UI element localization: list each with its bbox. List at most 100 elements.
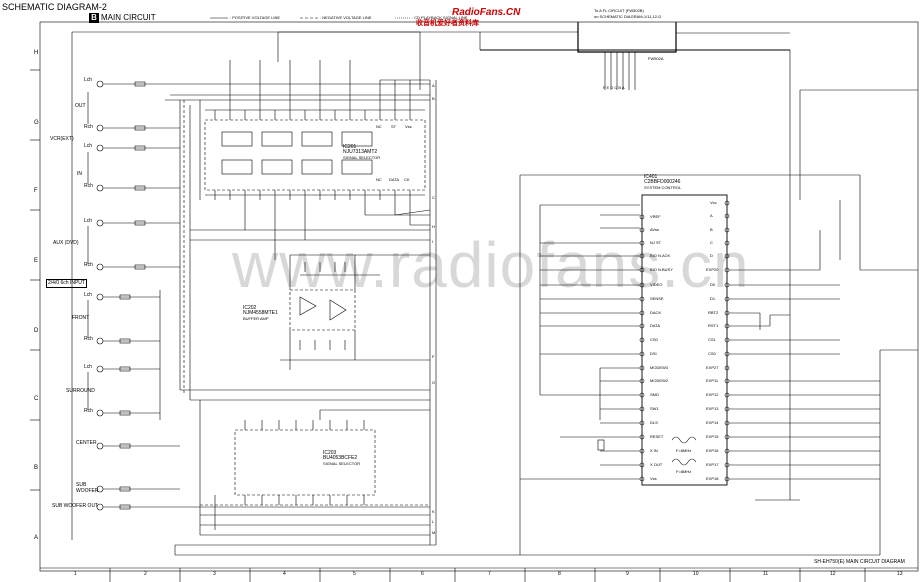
pin-label: RESET: [650, 434, 664, 439]
pin-label: BIO N.BUSY: [650, 267, 673, 272]
connector-letter: I: [432, 239, 434, 244]
pin-label: DLS: [650, 420, 658, 425]
ic401-part: C2BBFD000246: [644, 179, 681, 185]
jack-label: Rch: [84, 262, 93, 268]
jack-label: Lch: [84, 77, 93, 83]
pin-label: A: [710, 213, 713, 218]
sheet-title: SCHEMATIC DIAGRAM-2: [2, 2, 107, 12]
col-label: 5: [353, 571, 356, 577]
pin-label: SW1: [650, 406, 659, 411]
section-title: MAIN CIRCUIT: [101, 13, 156, 22]
group-label: SUB WOOFER OUT: [52, 503, 99, 509]
input-box-label: 2/4/0 6ch INPUT: [46, 279, 87, 288]
row-label: F: [34, 188, 38, 194]
group-label: VCR(EXT): [50, 136, 74, 142]
pin-label: ST: [391, 124, 397, 129]
pin-label: EXP20: [706, 267, 719, 272]
ic202-func: BUFFER AMP: [243, 316, 269, 321]
connector-letter: C: [432, 195, 435, 200]
ic401-ref: IC401: [644, 174, 658, 180]
pin-label: EXP16: [706, 448, 719, 453]
crystal-label: F=8MHz: [676, 448, 692, 453]
pin-label: EXP17: [706, 462, 719, 467]
ic202-ref: IC202: [243, 305, 257, 311]
pin-label: RBT2: [708, 310, 719, 315]
pin-label: EXP11: [706, 378, 719, 383]
ic201-part: NJU7313AMT2: [343, 149, 378, 155]
col-label: 9: [626, 571, 629, 577]
section-badge: B: [89, 13, 99, 23]
ic203-ref: IC203: [323, 450, 337, 456]
jack-label: Lch: [84, 143, 93, 149]
connector-letter: M: [432, 530, 436, 535]
pin-label: D0: [710, 282, 716, 287]
pin-label: NJ ST: [650, 240, 662, 245]
col-label: 7: [488, 571, 491, 577]
col-label: 11: [763, 571, 769, 577]
fw-connector: FW502A: [648, 56, 664, 61]
col-label: 1: [74, 571, 77, 577]
pin-label: DACK: [650, 310, 662, 315]
fl-circuit-ref-1: To A FL CIRCUIT (FW502B): [594, 8, 644, 13]
connector-letter: A: [432, 83, 435, 88]
group-label: SURROUND: [66, 388, 95, 394]
ic202-part: NJM4558MTE1: [243, 310, 278, 316]
pin-label: D1: [710, 296, 716, 301]
pin-label: EXP13: [706, 406, 719, 411]
pin-label: EXP14: [706, 420, 719, 425]
pin-label: DATA: [650, 323, 661, 328]
pin-label: EXP27: [706, 365, 719, 370]
ic401-func: SYSTEM CONTROL: [644, 185, 682, 190]
pin-label: D: [710, 253, 713, 258]
pin-label: Vss: [405, 124, 412, 129]
row-label: E: [34, 258, 39, 264]
jack-label: Rch: [84, 183, 93, 189]
group-label: WOOFER: [76, 488, 99, 494]
pin-label: C: [710, 240, 713, 245]
fl-circuit-ref-2: on SCHEMATIC DIAGRAM-1/11,12-D: [594, 14, 662, 19]
connector-letter: K: [432, 509, 435, 514]
pin-label: RST1: [708, 323, 719, 328]
fl-pins: F E D C B A: [603, 85, 625, 90]
watermark-logo: RadioFans.CN: [452, 7, 521, 18]
legend-cd: : CD PLAYBACK SIGNAL LINE: [412, 15, 468, 20]
pin-label: MODEW2: [650, 378, 668, 383]
jack-label: Rch: [84, 408, 93, 414]
jack-label: Lch: [84, 292, 93, 298]
row-label: B: [34, 465, 39, 471]
row-label: H: [34, 50, 39, 56]
connector-letter: H: [432, 224, 435, 229]
pin-label: SMD: [650, 392, 659, 397]
group-label: CENTER: [76, 440, 97, 446]
footer-title: SH-EH750(E) MAIN CIRCUIT DIAGRAM: [814, 559, 905, 565]
watermark-logo-cn: 收音机爱好者资料库: [416, 20, 479, 27]
jack-label: Lch: [84, 218, 93, 224]
group-label: AUX (DVD): [53, 240, 79, 246]
pin-label: X IN: [650, 448, 658, 453]
connector-letter: G: [432, 380, 436, 385]
group-label: SUB: [76, 482, 87, 488]
group-label: FRONT: [72, 315, 90, 321]
pin-label: EXP12: [706, 392, 719, 397]
pin-label: BIO N.ACK: [650, 253, 671, 258]
ic203-func: SIGNAL SELECTOR: [323, 461, 361, 466]
pin-label: NC: [376, 124, 382, 129]
ic201-ref: IC201: [343, 144, 357, 150]
row-label: G: [34, 120, 39, 126]
pin-label: DATA: [389, 177, 400, 182]
col-label: 6: [421, 571, 424, 577]
col-label: 2: [144, 571, 147, 577]
pin-label: Vcc: [710, 200, 717, 205]
frame: [39, 21, 919, 572]
pin-label: CS0: [650, 337, 658, 342]
col-label: 13: [897, 571, 903, 577]
pin-label: AVss: [650, 227, 660, 232]
pin-label: MODEW3: [650, 365, 668, 370]
col-label: 8: [558, 571, 561, 577]
pin-label: Vss: [650, 476, 657, 481]
jack-label: Rch: [84, 336, 93, 342]
col-label: 12: [830, 571, 836, 577]
pin-label: B: [710, 227, 713, 232]
